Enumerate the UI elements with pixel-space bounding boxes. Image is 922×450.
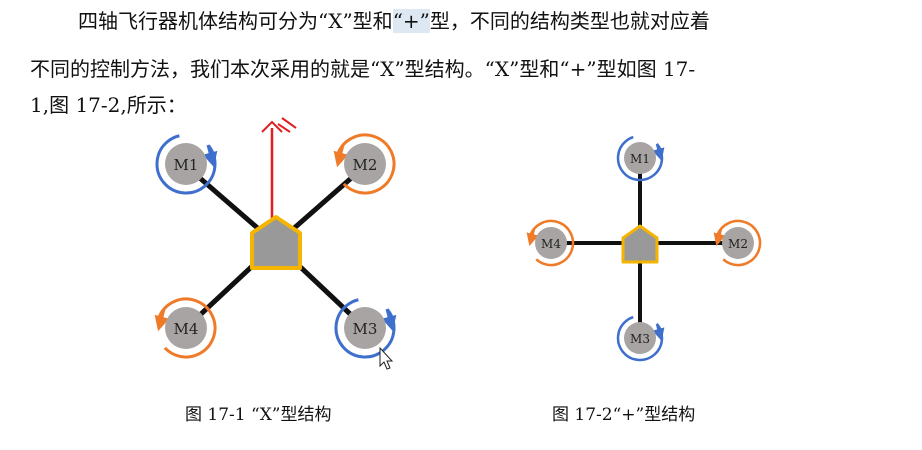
frame-body [250,215,302,270]
motor-label: M2 [728,237,748,251]
motor-m3 [624,322,656,354]
motor-m2 [344,143,386,185]
paragraph-line-1: 四轴飞行器机体结构可分为“X”型和“+”型，不同的结构类型也就对应着 [78,8,710,34]
motor-label: M1 [174,156,199,174]
paragraph-line-3: 1,图 17-2,所示： [30,93,187,117]
motor-label: M3 [630,332,650,346]
x-type-figure: M1 M2 M3 M4 [154,117,397,359]
frame-body [621,224,659,264]
rotation-arrow [154,308,170,332]
rotation-ring [616,314,664,362]
rotation-arrow [333,144,349,168]
motor-m1 [165,143,207,185]
paragraph-text: 型，不同的结构类型也就对应着 [429,9,710,33]
figure-caption-plus: 图 17-2“+”型结构 [552,405,696,425]
motor-label: M2 [353,156,378,174]
rotation-arrow [202,144,218,168]
annotation-mark [277,117,297,133]
rotation-arrow [381,308,397,332]
heading-arrow-head [261,120,283,133]
plus-type-figure: M1 M2 M3 M4 [526,134,762,362]
motor-label: M3 [353,320,378,338]
rotation-arrow [526,228,539,247]
motor-label: M4 [541,237,561,251]
motor-label: M4 [174,320,199,338]
figure-caption-x: 图 17-1 “X”型结构 [185,405,332,425]
paragraph-text: 四轴飞行器机体结构可分为“X”型和 [78,9,393,33]
motor-m2 [722,227,754,259]
motor-m3 [344,307,386,349]
rotation-ring [616,134,664,182]
motor-label: M1 [630,152,650,166]
motor-m4 [165,307,207,349]
text-highlight: “+” [392,9,430,33]
paragraph-line-2: 不同的控制方法，我们本次采用的就是“X”型结构。“X”型和“+”型如图 17- [30,57,696,81]
motor-m4 [535,227,567,259]
rotation-arrow [713,228,726,247]
rotation-arrow [652,323,665,342]
mouse-cursor-icon [379,346,394,370]
rotation-arrow [652,143,665,162]
motor-m1 [624,142,656,174]
